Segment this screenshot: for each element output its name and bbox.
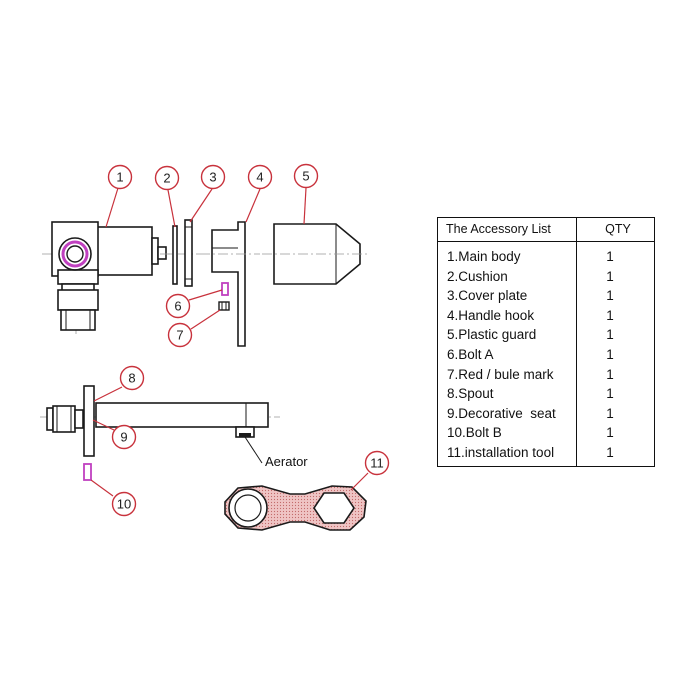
handle-hook-part xyxy=(200,221,260,347)
aerator-label: Aerator xyxy=(265,454,308,469)
callout-number: 4 xyxy=(256,170,263,185)
callout-10: 10 xyxy=(111,491,137,517)
row-name: 2.Cushion xyxy=(447,268,508,284)
callout-5: 5 xyxy=(293,163,319,189)
table-row: 6.Bolt A 1 xyxy=(438,347,654,367)
row-name: 3.Cover plate xyxy=(447,288,528,304)
table-row: 5.Plastic guard 1 xyxy=(438,327,654,347)
table-row: 9.Decorative seat 1 xyxy=(438,406,654,426)
callout-8: 8 xyxy=(119,365,145,391)
main-body-part xyxy=(42,221,172,334)
table-header: The Accessory List QTY xyxy=(438,218,654,242)
table-row: 11.installation tool 1 xyxy=(438,445,654,465)
row-name: 5.Plastic guard xyxy=(447,327,537,343)
row-qty: 1 xyxy=(606,425,614,441)
row-qty: 1 xyxy=(606,288,614,304)
callout-number: 6 xyxy=(174,299,181,314)
row-name: 4.Handle hook xyxy=(447,307,535,323)
bolt-a-part xyxy=(221,282,229,296)
decorative-seat-part xyxy=(83,385,95,457)
row-name: 11.installation tool xyxy=(447,444,555,460)
row-qty: 1 xyxy=(606,249,614,264)
row-name: 1.Main body xyxy=(447,249,521,264)
table-row: 7.Red / bule mark 1 xyxy=(438,367,654,387)
red-blue-mark-part xyxy=(218,301,230,311)
row-qty: 1 xyxy=(606,327,614,343)
callout-number: 3 xyxy=(209,170,216,185)
table-header-name: The Accessory List xyxy=(446,222,551,236)
callout-6: 6 xyxy=(165,293,191,319)
plastic-guard-part xyxy=(262,223,368,285)
table-row: 4.Handle hook 1 xyxy=(438,308,654,328)
table-row: 10.Bolt B 1 xyxy=(438,425,654,445)
row-qty: 1 xyxy=(606,444,614,460)
row-qty: 1 xyxy=(606,346,614,362)
row-qty: 1 xyxy=(606,405,614,421)
row-qty: 1 xyxy=(606,386,614,402)
cover-plate-part xyxy=(184,219,193,287)
callout-number: 9 xyxy=(120,430,127,445)
table-column-divider xyxy=(576,218,577,466)
callout-1: 1 xyxy=(107,164,133,190)
table-rows: 1.Main body 1 2.Cushion 1 3.Cover plate 1 4… xyxy=(438,249,654,465)
callout-number: 5 xyxy=(302,169,309,184)
row-name: 10.Bolt B xyxy=(447,425,502,441)
table-row: 8.Spout 1 xyxy=(438,386,654,406)
callout-number: 2 xyxy=(163,171,170,186)
row-name: 8.Spout xyxy=(447,386,494,402)
callout-number: 10 xyxy=(117,497,131,512)
row-qty: 1 xyxy=(606,366,614,382)
accessory-list-table: The Accessory List QTY 1.Main body 1 2.Cu… xyxy=(437,217,655,467)
callout-4: 4 xyxy=(247,164,273,190)
callout-11: 11 xyxy=(364,450,390,476)
spout-part xyxy=(40,402,280,438)
bolt-b-part xyxy=(83,463,92,481)
table-row: 2.Cushion 1 xyxy=(438,269,654,289)
callout-number: 7 xyxy=(176,328,183,343)
table-header-qty: QTY xyxy=(605,222,631,236)
table-row: 3.Cover plate 1 xyxy=(438,288,654,308)
row-qty: 1 xyxy=(606,307,614,323)
callout-number: 1 xyxy=(116,170,123,185)
callout-number: 11 xyxy=(370,456,384,471)
row-name: 7.Red / bule mark xyxy=(447,366,554,382)
callout-number: 8 xyxy=(128,371,135,386)
row-name: 6.Bolt A xyxy=(447,346,494,362)
leader-lines xyxy=(90,187,369,497)
table-row: 1.Main body 1 xyxy=(438,249,654,269)
callout-7: 7 xyxy=(167,322,193,348)
callout-9: 9 xyxy=(111,424,137,450)
callout-2: 2 xyxy=(154,165,180,191)
row-name: 9.Decorative seat xyxy=(447,405,556,421)
row-qty: 1 xyxy=(606,268,614,284)
callout-3: 3 xyxy=(200,164,226,190)
installation-tool-part xyxy=(224,485,367,531)
